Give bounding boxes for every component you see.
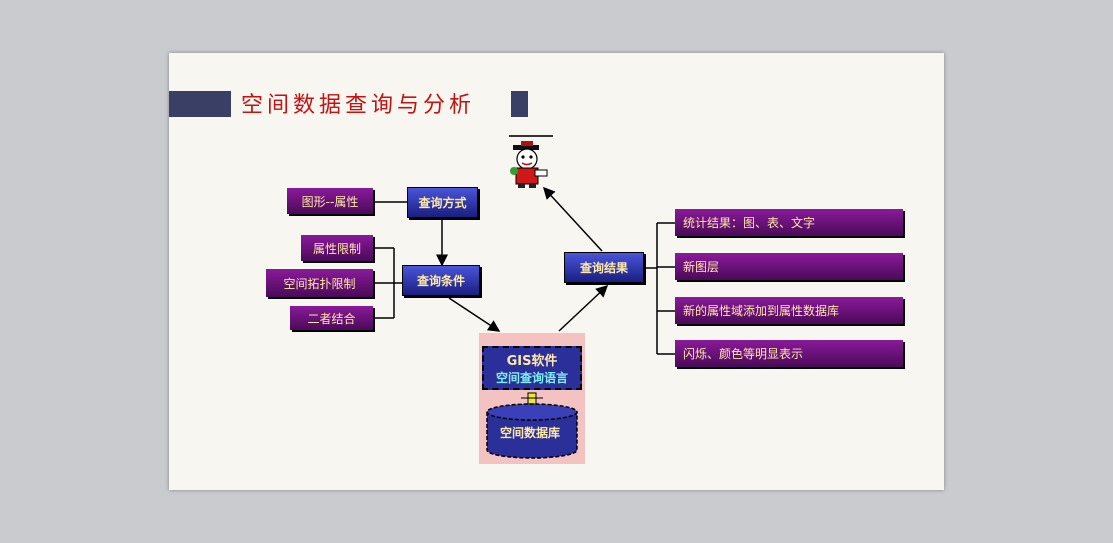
flash-color-node: 闪烁、颜色等明显表示 xyxy=(675,340,903,367)
slide: 空间数据查询与分析 图形--属性 查询方式 属性限制 空间拓扑限制 查 xyxy=(169,53,944,490)
new-attr-field-node: 新的属性域添加到属性数据库 xyxy=(675,297,903,324)
attr-limit-node: 属性限制 xyxy=(301,235,373,261)
gis-query-language-label: 空间查询语言 xyxy=(495,371,568,385)
title-bar-left xyxy=(169,91,231,117)
stats-result-node: 统计结果：图、表、文字 xyxy=(675,209,903,236)
connector-lines xyxy=(373,186,675,355)
gis-software-label: GIS软件 xyxy=(506,354,558,369)
query-condition-node: 查询条件 xyxy=(402,265,480,296)
spatial-database-label: 空间数据库 xyxy=(499,426,560,440)
database-cylinder-icon xyxy=(486,392,578,459)
scholar-figure-icon xyxy=(509,135,553,188)
graphic-attr-node: 图形--属性 xyxy=(287,188,373,214)
combined-node: 二者结合 xyxy=(290,306,373,330)
spatial-topo-limit-node: 空间拓扑限制 xyxy=(266,269,373,297)
new-layer-node: 新图层 xyxy=(675,253,903,280)
title-bar-right xyxy=(511,91,528,117)
query-method-node: 查询方式 xyxy=(407,187,478,218)
gis-software-box: GIS软件 空间查询语言 xyxy=(482,346,582,390)
query-result-node: 查询结果 xyxy=(564,252,644,283)
slide-title: 空间数据查询与分析 xyxy=(241,93,476,118)
